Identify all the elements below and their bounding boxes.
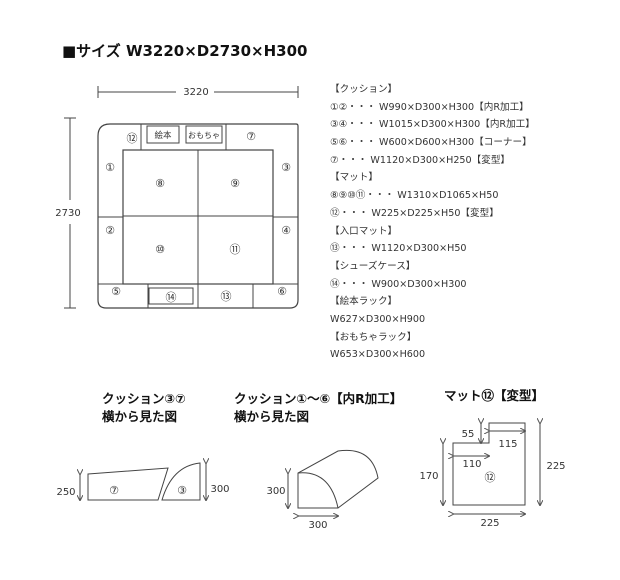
book-rack-label: 絵本 xyxy=(154,130,172,141)
cushion-front-curve xyxy=(297,472,339,509)
spec-line: 【シューズケース】 xyxy=(330,260,416,272)
spec-line: ⑦・・・ W1120×D300×H250【変型】 xyxy=(330,154,511,166)
side-a-label-left: ⑦ xyxy=(109,484,119,497)
spec-list: 【クッション】 ①②・・・ W990×D300×H300【内R加工】 ③④・・・… xyxy=(330,81,535,364)
dim-170-label: 170 xyxy=(419,471,438,482)
side-view-b-labels: 300 300 xyxy=(266,486,327,531)
cushion-body-outline xyxy=(297,449,379,509)
spec-line: ⑬・・・ W1120×D300×H50 xyxy=(330,243,467,255)
spec-line: ⑭・・・ W900×D300×H300 xyxy=(330,278,467,290)
spec-line: 【マット】 xyxy=(330,172,378,184)
toy-rack-label: おもちゃ xyxy=(188,131,220,140)
piece-7: ⑦ xyxy=(246,130,256,143)
piece-4: ④ xyxy=(281,224,291,237)
side-a-label-right: ③ xyxy=(177,484,187,497)
spec-line: 【クッション】 xyxy=(330,84,398,95)
piece-3: ③ xyxy=(281,161,291,174)
dim-115-label: 115 xyxy=(498,439,517,450)
dim-55-label: 55 xyxy=(462,429,475,440)
piece-9: ⑨ xyxy=(230,177,240,190)
side-b-height-label: 300 xyxy=(266,486,285,497)
spec-line: W627×D300×H900 xyxy=(330,313,426,325)
side-a-caption: クッション③⑦ 横から見た図 xyxy=(102,390,186,426)
mat-12-labels: 55 115 110 170 225 225 ⑫ xyxy=(419,429,565,529)
side-b-caption-line1: クッション①〜⑥【内R加工】 xyxy=(234,391,403,406)
side-a-caption-line2: 横から見た図 xyxy=(102,409,178,424)
mat-12-caption: マット⑫【変型】 xyxy=(444,387,544,405)
side-view-a-labels: 250 300 ⑦ ③ xyxy=(56,484,229,498)
piece-13: ⑬ xyxy=(221,290,232,303)
spec-line: ⑧⑨⑩⑪・・・ W1310×D1065×H50 xyxy=(330,190,499,202)
side-view-cushion-3-7 xyxy=(80,463,206,500)
cushion-3-profile xyxy=(161,462,201,501)
piece-8: ⑧ xyxy=(155,177,165,190)
plan-outline xyxy=(97,123,299,309)
piece-11: ⑪ xyxy=(230,243,241,256)
shoe-case xyxy=(148,287,194,305)
spec-line: ⑤⑥・・・ W600×D600×H300【コーナー】 xyxy=(330,137,532,149)
dim-110-label: 110 xyxy=(462,459,481,470)
mat-12-shape xyxy=(452,422,526,506)
piece-5: ⑤ xyxy=(111,285,121,298)
piece-1: ① xyxy=(105,161,115,174)
mat-12-label: ⑫ xyxy=(485,471,496,484)
spec-line: 【おもちゃラック】 xyxy=(330,331,417,343)
cushion-7-profile xyxy=(87,467,169,501)
side-b-caption-line2: 横から見た図 xyxy=(234,409,310,424)
dim-225-right-label: 225 xyxy=(546,461,565,472)
piece-2: ② xyxy=(105,224,115,237)
spec-line: 【絵本ラック】 xyxy=(330,296,398,308)
page-title: ■サイズ W3220×D2730×H300 xyxy=(62,42,308,60)
side-b-caption: クッション①〜⑥【内R加工】 横から見た図 xyxy=(234,390,402,426)
side-a-height-right: 300 xyxy=(210,484,229,495)
spec-line: W653×D300×H600 xyxy=(330,349,426,361)
piece-12: ⑫ xyxy=(127,132,138,145)
side-view-cushion-1-6 xyxy=(288,449,379,516)
spec-line: 【入口マット】 xyxy=(330,225,398,237)
piece-6: ⑥ xyxy=(277,285,287,298)
side-a-caption-line1: クッション③⑦ xyxy=(102,391,186,406)
piece-10: ⑩ xyxy=(155,243,165,256)
toy-rack xyxy=(185,125,223,144)
piece-14: ⑭ xyxy=(166,291,177,304)
spec-line: ③④・・・ W1015×D300×H300【内R加工】 xyxy=(330,119,535,131)
depth-label: 2730 xyxy=(55,208,80,219)
plan-labels: 3220 2730 ① ② ③ ④ ⑤ ⑥ ⑦ ⑧ ⑨ ⑩ ⑪ ⑫ ⑬ ⑭ 絵本… xyxy=(55,87,291,304)
dim-225-bottom-label: 225 xyxy=(480,518,499,529)
side-a-height-left: 250 xyxy=(56,487,75,498)
width-label: 3220 xyxy=(183,87,208,98)
side-b-width-label: 300 xyxy=(308,520,327,531)
floor-plan xyxy=(64,86,299,309)
book-rack xyxy=(146,125,180,144)
mat-12-diagram xyxy=(443,423,540,514)
spec-line: ①②・・・ W990×D300×H300【内R加工】 xyxy=(330,101,529,113)
mat-12-caption-text: マット⑫【変型】 xyxy=(444,388,545,403)
spec-line: ⑫・・・ W225×D225×H50【変型】 xyxy=(330,207,499,219)
